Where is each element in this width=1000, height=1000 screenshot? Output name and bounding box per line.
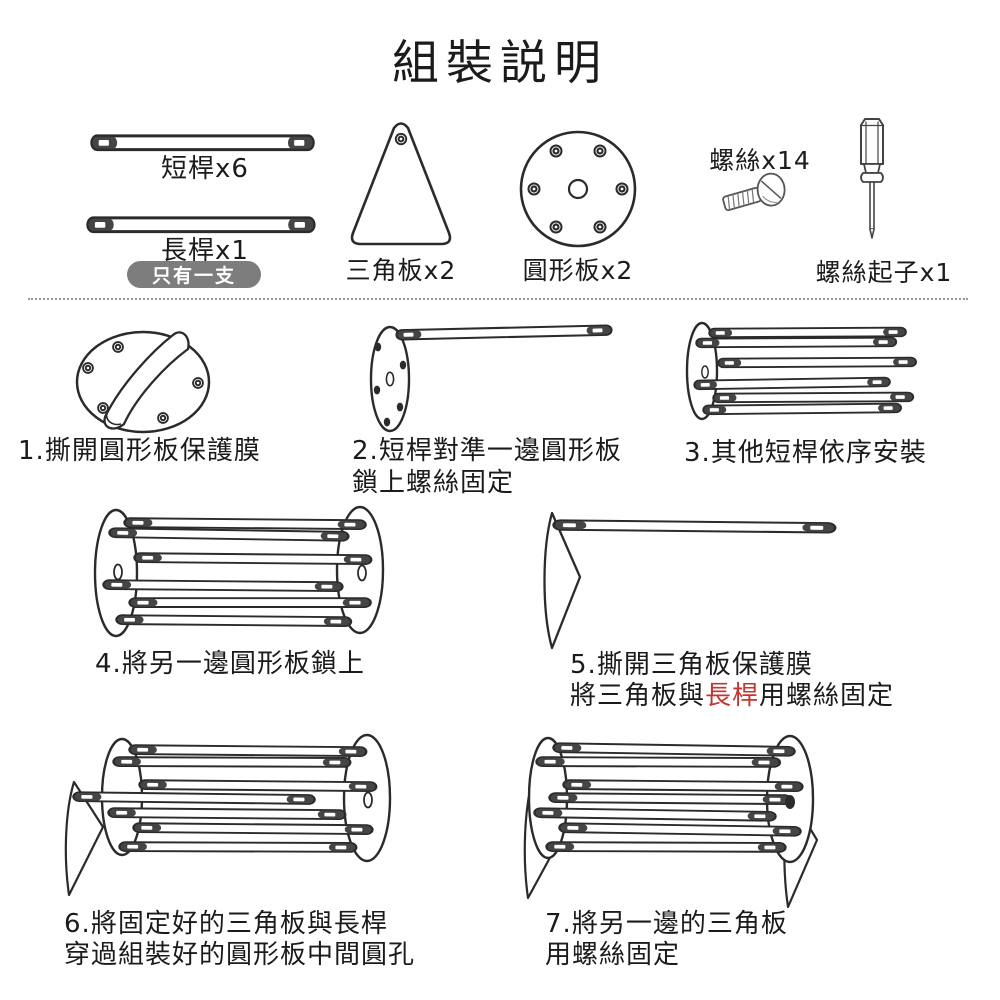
step-6-caption-line-2: 穿過組裝好的圓形板中間圓孔 xyxy=(64,940,416,970)
step-7-caption-line-1: 7.將另一邊的三角板 xyxy=(545,903,788,940)
step-5-text-2-prefix: 將三角板與 xyxy=(570,681,706,711)
step-6-illustration xyxy=(64,733,392,897)
step-6-number: 6. xyxy=(64,909,91,939)
step-7-number: 7. xyxy=(545,909,572,939)
dotted-divider xyxy=(28,298,968,300)
step-6-text-1: 將固定好的三角板與長桿 xyxy=(90,909,388,939)
screw-label: 螺絲x14 xyxy=(709,146,811,175)
step-3-number: 3. xyxy=(684,438,711,468)
step-7-text-1: 將另一邊的三角板 xyxy=(571,909,788,939)
step-5-text-2-suffix: 用螺絲固定 xyxy=(759,681,895,711)
step-7-caption-line-2: 用螺絲固定 xyxy=(545,940,681,970)
short-rod-label: 短桿x6 xyxy=(161,154,249,184)
step-5-illustration xyxy=(543,511,837,650)
step-4-illustration xyxy=(93,505,385,638)
step-1-text: 撕開圓形板保護膜 xyxy=(44,436,261,466)
step-5-text-1: 撕開三角板保護膜 xyxy=(596,650,813,680)
step-6-caption-line-1: 6.將固定好的三角板與長桿 xyxy=(64,903,388,940)
step-5-number: 5. xyxy=(570,650,597,680)
step-2-number: 2. xyxy=(352,436,379,466)
step-4-number: 4. xyxy=(95,649,122,679)
step-2-caption-line-2: 鎖上螺絲固定 xyxy=(352,468,515,498)
step-2-caption-line-1: 2.短桿對準一邊圓形板 xyxy=(352,430,622,467)
screw-illustration xyxy=(722,172,786,212)
step-5-caption-line-1: 5.撕開三角板保護膜 xyxy=(570,644,813,681)
triangle-plate-label: 三角板x2 xyxy=(345,256,457,285)
step-1-caption: 1.撕開圓形板保護膜 xyxy=(18,430,261,467)
step-2-illustration xyxy=(369,324,613,433)
step-4-caption: 4.將另一邊圓形板鎖上 xyxy=(95,643,365,680)
step-2-text-1: 短桿對準一邊圓形板 xyxy=(378,436,622,466)
only-one-badge: 只有一支 xyxy=(127,261,261,288)
step-1-illustration xyxy=(75,330,211,434)
step-4-text: 將另一邊圓形板鎖上 xyxy=(121,649,365,679)
step-5-caption-line-2: 將三角板與長桿用螺絲固定 xyxy=(570,675,894,712)
step-7-illustration xyxy=(523,734,819,909)
triangle-plate-illustration xyxy=(350,122,452,246)
screwdriver-label: 螺絲起子x1 xyxy=(815,258,953,287)
step-3-caption: 3.其他短桿依序安裝 xyxy=(684,432,927,469)
step-3-illustration xyxy=(685,321,917,421)
step-5-text-2-highlight-long-rod: 長桿 xyxy=(705,681,760,711)
screwdriver-illustration xyxy=(860,118,884,239)
page-title: 組裝説明 xyxy=(392,36,608,91)
step-1-number: 1. xyxy=(18,436,45,466)
step-3-text: 其他短桿依序安裝 xyxy=(710,438,927,468)
circle-plate-illustration xyxy=(519,130,637,248)
circle-plate-label: 圓形板x2 xyxy=(522,256,634,285)
